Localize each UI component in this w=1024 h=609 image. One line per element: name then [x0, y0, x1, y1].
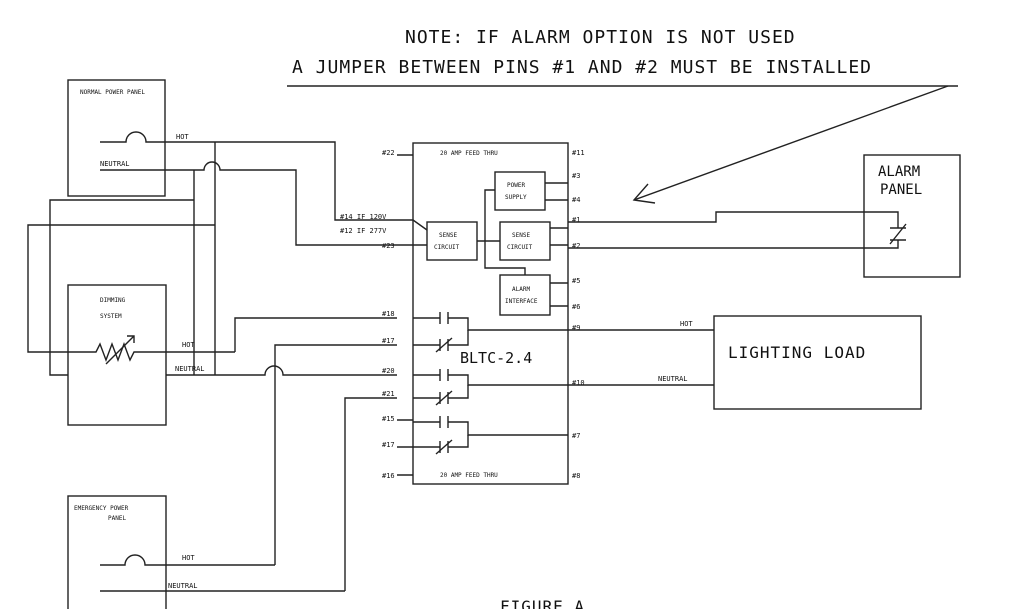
normal-hot-label: HOT — [176, 133, 189, 141]
emergency-hot-run — [274, 344, 397, 565]
sense-circuit-left — [426, 221, 478, 261]
sense-circuit-right — [499, 221, 551, 261]
emergency-power-panel — [67, 495, 167, 609]
power-supply-l2: SUPPLY — [505, 194, 527, 201]
pin-right-5: #5 — [572, 277, 580, 285]
emergency-hot-wire — [100, 554, 275, 566]
normal-neutral-label: NEUTRAL — [100, 160, 130, 168]
dimmer-arrowhead — [127, 335, 135, 343]
load-neutral-label: NEUTRAL — [658, 375, 688, 383]
dimmer-arrow — [105, 335, 135, 365]
pin-left-23: #23 — [382, 242, 395, 250]
pin-right-9: #9 — [572, 324, 580, 332]
dimming-sub-label: SYSTEM — [100, 313, 122, 320]
alarm-panel — [863, 154, 961, 278]
alarm-contact — [889, 223, 907, 245]
emergency-sub-label: PANEL — [108, 515, 126, 522]
alarm-pins-link — [550, 282, 568, 307]
relay-contacts — [413, 312, 568, 455]
pin-right-1: #1 — [572, 216, 580, 224]
pin-left-15: #15 — [382, 415, 395, 423]
dimming-neutral-label: NEUTRAL — [175, 365, 205, 373]
normal-neutral-run — [194, 161, 397, 246]
alarm-interface-block — [499, 274, 551, 316]
pin-left-21: #21 — [382, 390, 395, 398]
emergency-neutral-label: NEUTRAL — [168, 582, 198, 590]
pin-right-7: #7 — [572, 432, 580, 440]
sense-left-l2: CIRCUIT — [434, 244, 460, 251]
pin-right-8: #8 — [572, 472, 580, 480]
module-name: BLTC-2.4 — [460, 349, 532, 367]
pin-right-3: #3 — [572, 172, 580, 180]
in-22-link — [397, 219, 428, 231]
dimming-feed-wire — [27, 224, 215, 353]
dimming-label: DIMMING — [100, 297, 126, 304]
gauge-120-label: #14 IF 120V — [340, 213, 387, 221]
emergency-hot-label: HOT — [182, 554, 195, 562]
alarm-panel-title: ALARM — [878, 164, 920, 180]
power-pins-link — [545, 182, 568, 201]
pin-left-17: #17 — [382, 337, 395, 345]
lighting-load-box — [713, 315, 922, 410]
pin-left-18: #18 — [382, 310, 395, 318]
pin-right-4: #4 — [572, 196, 580, 204]
dimming-hot-label: HOT — [182, 341, 195, 349]
left-pin-stubs — [397, 154, 413, 476]
alarm-wire-1 — [568, 211, 899, 228]
emergency-neutral-run — [344, 397, 397, 591]
sense-pins-link — [550, 227, 568, 246]
pin-left-17b: #17 — [382, 441, 395, 449]
power-supply-l1: POWER — [507, 182, 525, 189]
pin-left-22: #22 — [382, 149, 395, 157]
load-hot-label: HOT — [680, 320, 693, 328]
alarm-if-l1: ALARM — [512, 286, 530, 293]
note-arrow — [633, 85, 949, 201]
normal-hot-wire — [100, 131, 215, 143]
normal-hot-run — [215, 141, 397, 221]
dimming-system-box — [67, 284, 167, 426]
sense-right-l1: SENSE — [512, 232, 530, 239]
sense-power-link — [484, 189, 495, 241]
emergency-label: EMERGENCY POWER — [74, 505, 129, 512]
alarm-panel-sub: PANEL — [880, 182, 922, 198]
alarm-if-l2: INTERFACE — [505, 298, 538, 305]
pin-left-16: #16 — [382, 472, 395, 480]
dimmer-resistor — [68, 342, 235, 362]
figure-caption: FIGURE A — [500, 597, 585, 609]
pin-right-6: #6 — [572, 303, 580, 311]
pin-right-2: #2 — [572, 242, 580, 250]
normal-power-label: NORMAL POWER PANEL — [80, 89, 145, 96]
pin-right-11: #11 — [572, 149, 585, 157]
lighting-load-label: LIGHTING LOAD — [728, 343, 866, 362]
pin-left-20: #20 — [382, 367, 395, 375]
pin-right-10: #10 — [572, 379, 585, 387]
feed-thru-bottom: 20 AMP FEED THRU — [440, 472, 498, 479]
dimming-hot-to-18 — [234, 317, 397, 352]
note-arrowhead — [632, 183, 656, 204]
sense-right-l2: CIRCUIT — [507, 244, 533, 251]
note-line-1: NOTE: IF ALARM OPTION IS NOT USED — [405, 27, 796, 48]
normal-power-panel — [67, 79, 166, 197]
note-line-2: A JUMPER BETWEEN PINS #1 AND #2 MUST BE … — [292, 57, 872, 78]
power-supply-block — [494, 171, 546, 211]
feed-thru-top: 20 AMP FEED THRU — [440, 150, 498, 157]
alarm-wire-2 — [568, 240, 899, 249]
gauge-277-label: #12 IF 277V — [340, 227, 387, 235]
sense-alarm-link — [484, 241, 526, 275]
dimming-neutral-wire — [49, 199, 292, 376]
sense-left-l1: SENSE — [439, 232, 457, 239]
